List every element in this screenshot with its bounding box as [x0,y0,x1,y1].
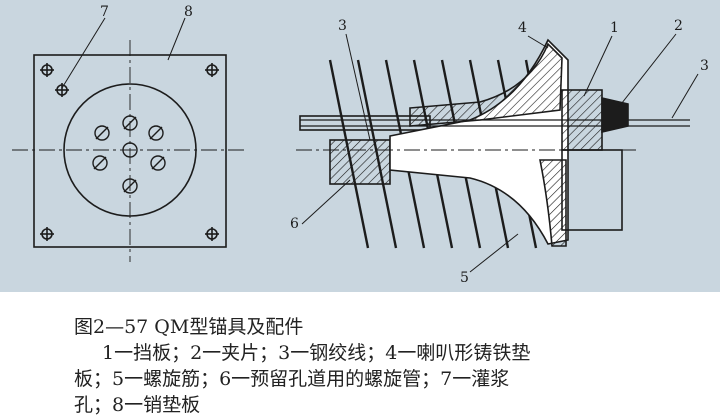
label-3-right: 3 [700,58,709,74]
leader-2 [617,33,677,109]
leader-3a [345,33,371,141]
label-3-top: 3 [338,18,347,34]
anchor-body [561,149,623,231]
strand-holes [92,115,166,194]
label-8: 8 [184,4,193,20]
duct-block [329,139,391,185]
front-view: 7 8 [12,4,248,262]
leader-6 [301,179,351,225]
label-4: 4 [518,20,527,36]
leader-7 [61,17,106,89]
corner-holes [40,63,219,241]
leader-3b [671,73,699,119]
leader-8 [167,17,186,61]
label-1: 1 [610,20,619,36]
leader-5 [469,233,519,273]
label-6: 6 [290,216,299,232]
side-view: 3 4 1 2 3 6 5 [290,18,709,286]
qm-anchor-diagram: 7 8 [0,0,720,292]
figure-caption-line-2: 板；5一螺旋筋；6一预留孔道用的螺旋管；7一灌浆 [74,368,510,390]
leader-1 [583,35,613,97]
label-5: 5 [460,270,469,286]
figure-caption-line-3: 孔；8一销垫板 [74,394,201,416]
label-7: 7 [100,4,109,20]
figure-caption-line-1: 1一挡板；2一夹片；3一钢绞线；4一喇叭形铸铁垫 [102,342,531,364]
leader-4 [527,35,549,49]
trumpet-flare-bottom [539,159,567,247]
trumpet-hatch [409,42,563,127]
figure-caption-title: 图2—57 QM型锚具及配件 [74,316,304,338]
label-2: 2 [674,18,683,34]
clip-wedge [601,96,629,134]
